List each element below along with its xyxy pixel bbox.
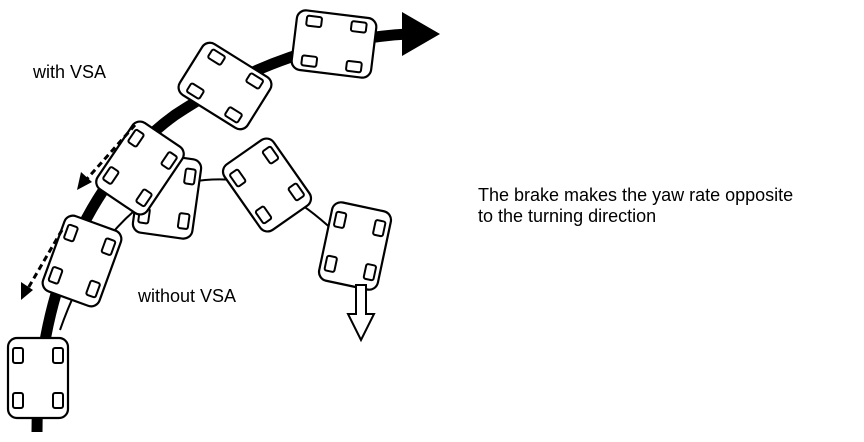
car-start bbox=[6, 336, 70, 420]
brake-arrow-lower-line bbox=[25, 229, 64, 291]
without-vsa-direction-arrow bbox=[346, 284, 376, 343]
with-vsa-label: with VSA bbox=[33, 62, 107, 82]
car-without-vsa-2 bbox=[218, 133, 316, 237]
car-with-vsa-3 bbox=[174, 38, 276, 134]
caption-line-1: The brake makes the yaw rate opposite bbox=[478, 185, 794, 205]
trajectory-arrowhead bbox=[402, 12, 440, 56]
caption-line-2: to the turning direction bbox=[478, 206, 657, 226]
caption: The brake makes the yaw rate opposite to… bbox=[478, 185, 858, 227]
car-with-vsa-4 bbox=[289, 8, 379, 80]
brake-arrow-upper-head bbox=[77, 172, 92, 190]
brake-arrow-upper-line bbox=[84, 124, 137, 181]
car-without-vsa-3 bbox=[316, 199, 394, 293]
brake-arrow-lower-head bbox=[21, 282, 33, 300]
without-vsa-label: without VSA bbox=[138, 286, 237, 306]
